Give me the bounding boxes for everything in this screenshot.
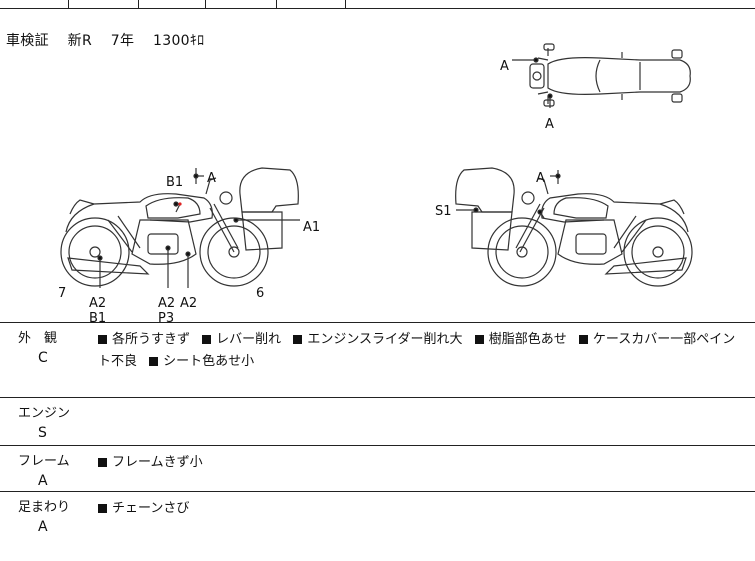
label-a2-right: A2 bbox=[180, 296, 197, 311]
damage-marker bbox=[165, 245, 171, 251]
registration-year: 7年 bbox=[110, 33, 135, 49]
top-view-bottom-label: A bbox=[545, 117, 554, 132]
note-item: ケースカバー一部ペイント不良 bbox=[98, 332, 736, 369]
label-s1: S1 bbox=[435, 204, 452, 219]
column-divider bbox=[205, 0, 206, 8]
registration-status: 新R bbox=[67, 33, 92, 49]
registration-displacement: 1300ｷﾛ bbox=[153, 33, 205, 49]
damage-diagram-panel: 車検証 新R 7年 1300ｷﾛ bbox=[0, 8, 755, 323]
label-a-right: A bbox=[536, 171, 545, 186]
column-divider bbox=[138, 0, 139, 8]
bullet-square-icon bbox=[149, 356, 159, 366]
bullet-square-icon bbox=[474, 334, 484, 344]
bullet-square-icon bbox=[98, 457, 107, 467]
damage-marker bbox=[233, 217, 239, 223]
label-a2: A2 bbox=[158, 296, 175, 311]
note-item: エンジンスライダー削れ大 bbox=[293, 332, 463, 347]
label-6: 6 bbox=[256, 286, 264, 301]
section-grade: C bbox=[38, 350, 48, 366]
right-side-diagram bbox=[455, 167, 693, 287]
note-item: フレームきず小 bbox=[98, 455, 203, 470]
label-b1-lower: B1 bbox=[89, 311, 106, 322]
note-item: シート色あせ小 bbox=[149, 354, 254, 369]
section-frame: フレーム A フレームきず小 bbox=[0, 446, 755, 492]
label-7: 7 bbox=[58, 286, 66, 301]
bullet-square-icon bbox=[98, 503, 107, 513]
damage-marker bbox=[178, 202, 182, 206]
section-grade: A bbox=[38, 519, 48, 535]
label-a2: A2 bbox=[89, 296, 106, 311]
damage-marker bbox=[185, 251, 191, 257]
label-a-top: A bbox=[207, 171, 216, 186]
note-item: 樹脂部色あせ bbox=[474, 332, 567, 347]
damage-marker bbox=[547, 93, 553, 99]
damage-marker bbox=[97, 255, 103, 261]
section-notes: 各所うすきず レバー削れ エンジンスライダー削れ大 樹脂部色あせ ケースカバー一… bbox=[98, 329, 748, 373]
section-grade: S bbox=[38, 425, 47, 441]
header-strip bbox=[0, 0, 755, 9]
note-item: レバー削れ bbox=[202, 332, 281, 347]
damage-marker bbox=[173, 201, 179, 207]
column-divider bbox=[68, 0, 69, 8]
section-engine: エンジン S bbox=[0, 398, 755, 446]
section-category: フレーム bbox=[18, 454, 70, 469]
bullet-square-icon bbox=[98, 334, 107, 344]
damage-marker bbox=[473, 207, 479, 213]
section-category: エンジン bbox=[18, 406, 71, 421]
damage-marker bbox=[555, 173, 561, 179]
label-a1: A1 bbox=[303, 220, 320, 235]
bullet-square-icon bbox=[578, 334, 588, 344]
damage-marker bbox=[537, 209, 543, 215]
section-category: 足まわり bbox=[18, 500, 71, 515]
section-notes: フレームきず小 bbox=[98, 452, 748, 474]
section-exterior: 外 観 C 各所うすきず レバー削れ エンジンスライダー削れ大 樹脂部色あせ ケ… bbox=[0, 323, 755, 398]
bullet-square-icon bbox=[202, 334, 212, 344]
section-grade: A bbox=[38, 473, 48, 489]
note-item: 各所うすきず bbox=[98, 332, 190, 347]
section-notes: チェーンさび bbox=[98, 498, 748, 520]
section-category: 外 観 bbox=[18, 331, 58, 346]
motorcycle-diagrams: A A B1 A A1 7 6 A2 B1 A2 P3 A2 S1 A bbox=[58, 43, 693, 322]
registration-info: 車検証 新R 7年 1300ｷﾛ bbox=[6, 30, 218, 50]
registration-label: 車検証 bbox=[6, 33, 49, 49]
damage-marker bbox=[533, 57, 539, 63]
column-divider bbox=[276, 0, 277, 8]
note-item: チェーンさび bbox=[98, 501, 189, 516]
label-b1: B1 bbox=[166, 175, 183, 190]
top-view-diagram bbox=[512, 43, 691, 108]
label-p3: P3 bbox=[158, 311, 174, 322]
left-side-diagram bbox=[60, 167, 299, 287]
damage-marker bbox=[193, 173, 199, 179]
column-divider bbox=[345, 0, 346, 8]
top-view-left-label: A bbox=[500, 59, 509, 74]
bullet-square-icon bbox=[293, 334, 303, 344]
section-suspension: 足まわり A チェーンさび bbox=[0, 492, 755, 560]
